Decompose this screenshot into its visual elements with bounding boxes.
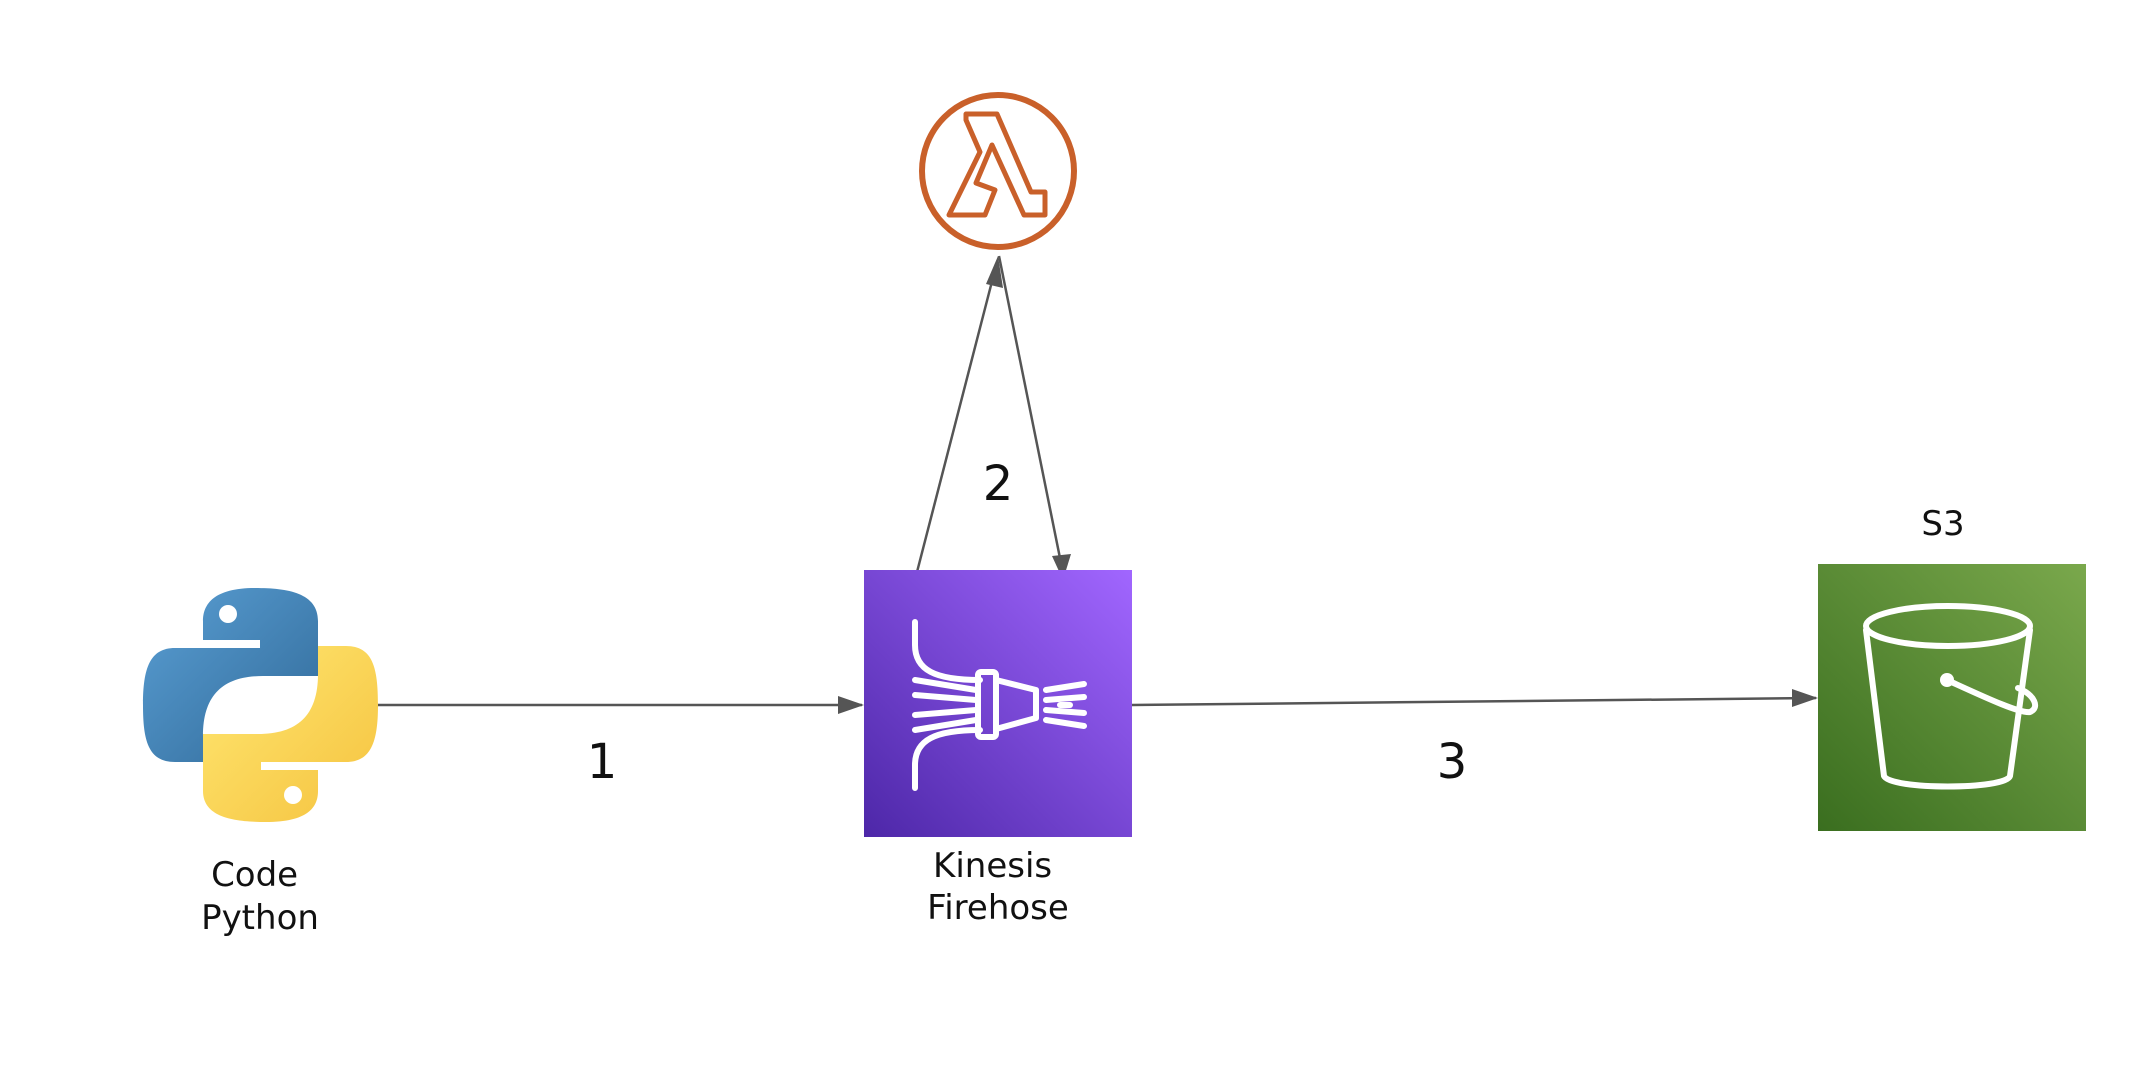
python-label: Code Python — [201, 855, 319, 938]
lambda-node — [919, 92, 1077, 250]
python-logo-icon — [143, 588, 378, 822]
edge-label-3: 3 — [1437, 734, 1468, 790]
lambda-icon — [919, 92, 1077, 250]
python-label-line-2: Python — [201, 898, 319, 938]
edge-python-to-firehose — [378, 696, 864, 714]
s3-label: S3 — [1921, 504, 1964, 544]
edge-firehose-to-lambda — [915, 256, 1003, 573]
firehose-label: Kinesis Firehose — [927, 846, 1069, 928]
s3-node: S3 — [1818, 504, 2086, 831]
python-node: Code Python — [143, 588, 378, 938]
edge-label-1: 1 — [587, 734, 618, 790]
edge-lambda-to-firehose — [997, 255, 1071, 580]
firehose-label-line-1: Kinesis — [933, 846, 1052, 886]
edge-label-2: 2 — [983, 456, 1014, 512]
firehose-label-line-2: Firehose — [927, 888, 1069, 928]
firehose-node: Kinesis Firehose — [864, 570, 1132, 928]
edge-firehose-to-s3 — [1131, 689, 1818, 707]
python-label-line-1: Code — [211, 855, 298, 895]
